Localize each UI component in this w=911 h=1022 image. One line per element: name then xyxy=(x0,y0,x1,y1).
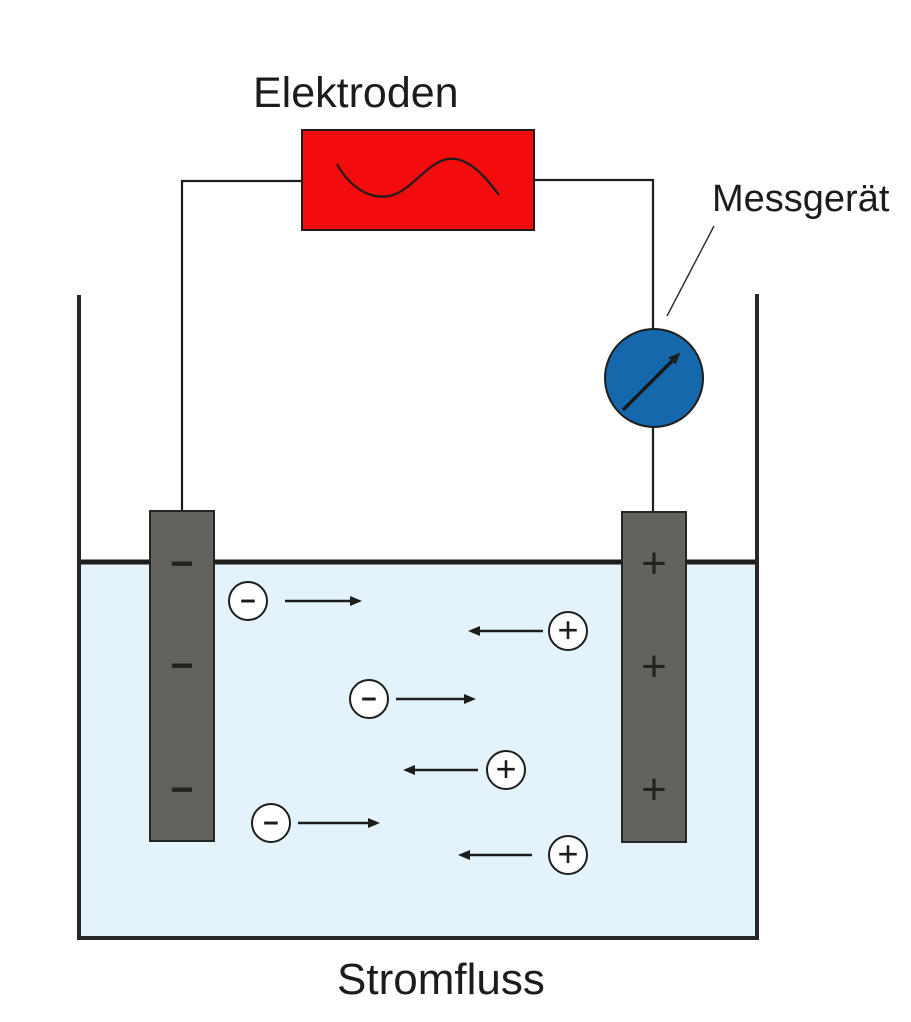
meter xyxy=(604,328,704,428)
electrode-left-cathode: − − − xyxy=(149,510,215,842)
negative-ion: − xyxy=(349,679,389,719)
meter-pointer-line xyxy=(666,225,715,317)
wire-right xyxy=(535,178,655,512)
meter-needle-icon xyxy=(621,352,681,412)
positive-ion: + xyxy=(486,750,526,790)
sine-wave-icon xyxy=(336,157,500,198)
tank-walls xyxy=(77,294,759,940)
electrode-right-anode: + + + xyxy=(621,511,687,843)
ac-source-box xyxy=(301,129,535,231)
negative-ion: − xyxy=(251,803,291,843)
label-messgeraet: Messgerät xyxy=(712,178,890,220)
label-stromfluss: Stromfluss xyxy=(337,955,545,1004)
label-elektroden: Elektroden xyxy=(253,69,459,117)
positive-ion: + xyxy=(548,835,588,875)
negative-ion: − xyxy=(228,581,268,621)
wire-left xyxy=(180,179,301,511)
positive-ion: + xyxy=(548,611,588,651)
